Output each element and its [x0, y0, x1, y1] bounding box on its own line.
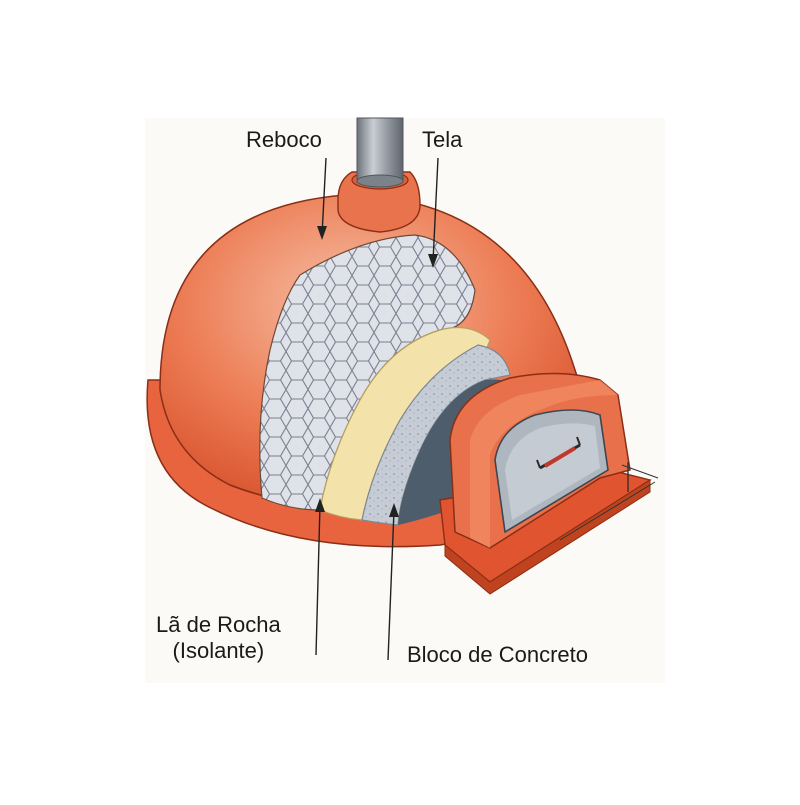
pointer-la-de-rocha — [315, 498, 325, 656]
pointer-tela — [428, 157, 439, 268]
pointer-bloco — [387, 503, 399, 661]
label-la-de-rocha: Lã de Rocha (Isolante) — [156, 612, 281, 664]
label-tela: Tela — [422, 127, 463, 152]
chimney-pipe — [356, 117, 404, 183]
label-la-de-rocha-line1: Lã de Rocha — [156, 612, 281, 637]
label-bloco-de-concreto: Bloco de Concreto — [407, 642, 588, 667]
pointer-reboco — [317, 157, 327, 240]
label-isolante: (Isolante) — [172, 638, 265, 663]
label-reboco: Reboco — [246, 127, 322, 152]
